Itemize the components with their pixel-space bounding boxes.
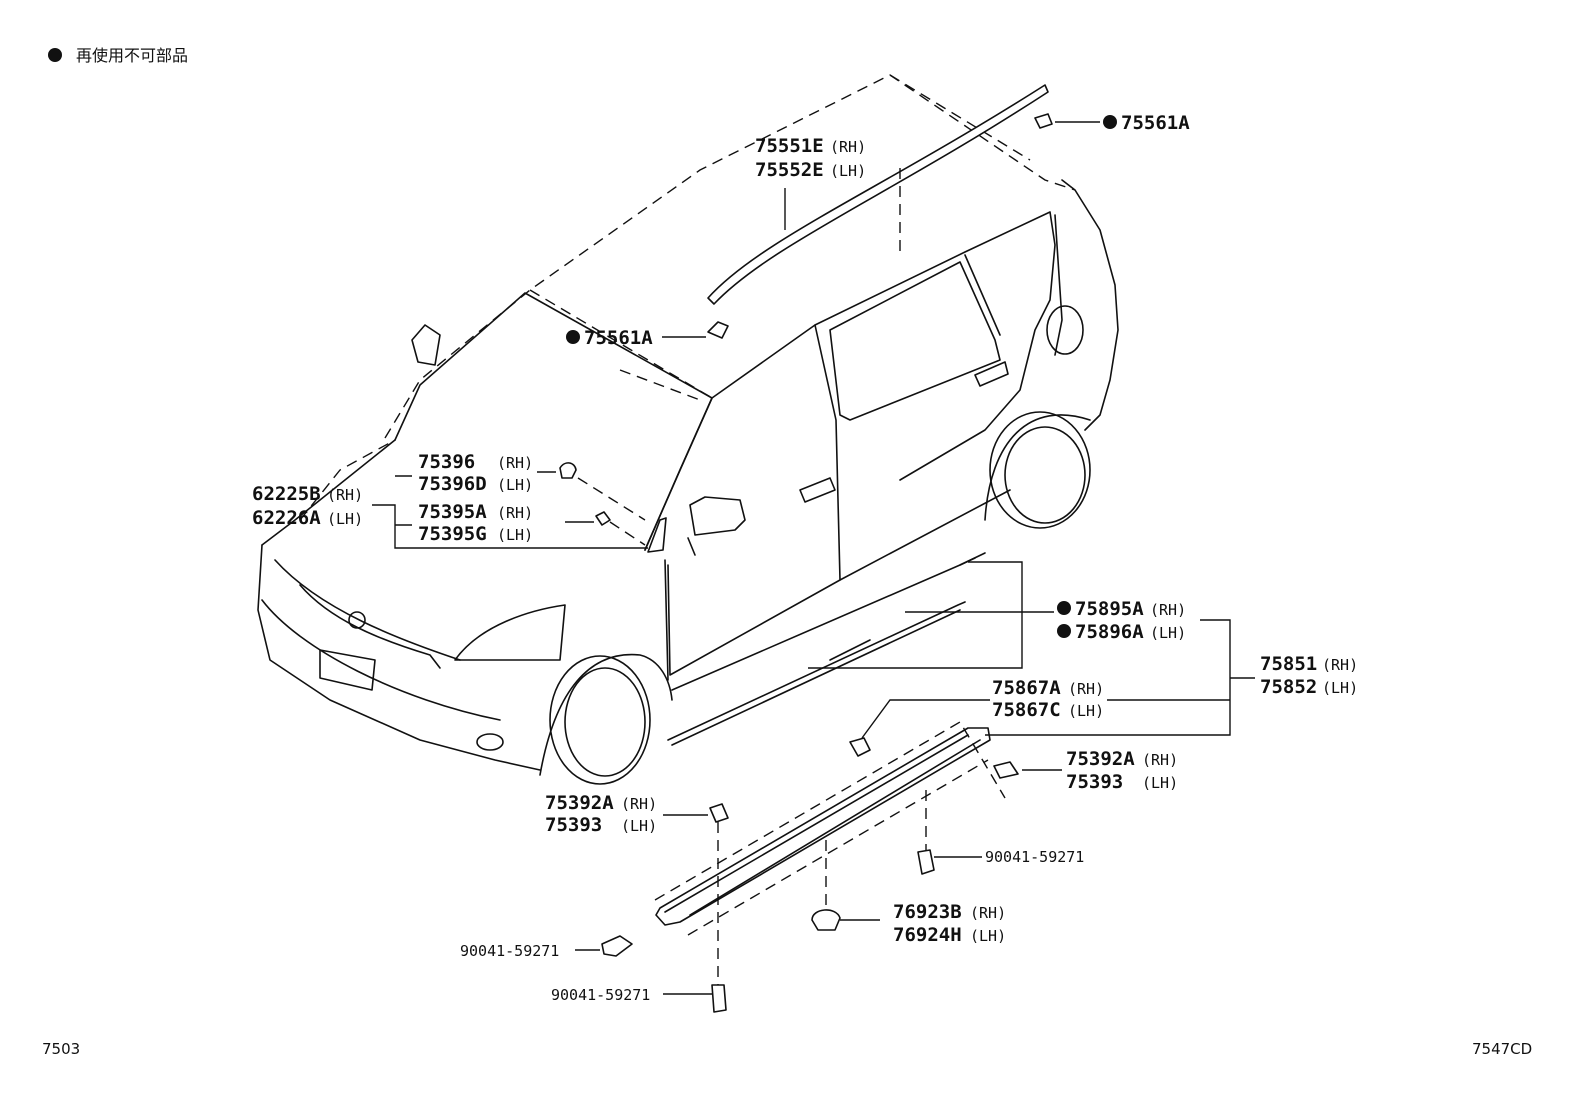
bolt-90041-bottom xyxy=(711,984,727,1013)
label-75867C-side: (LH) xyxy=(1068,702,1104,720)
label-75396D: 75396D xyxy=(418,473,487,495)
label-75392A-right-side: (RH) xyxy=(1142,751,1178,769)
label-75396D-side: (LH) xyxy=(497,476,533,494)
label-90041-right: 90041-59271 xyxy=(985,848,1084,866)
label-75392A-left-side: (RH) xyxy=(621,795,657,813)
label-75551E-side: (RH) xyxy=(830,138,866,156)
label-62225B-side: (RH) xyxy=(327,486,363,504)
clip-75392A-right xyxy=(993,761,1019,779)
label-75395A-side: (RH) xyxy=(497,504,533,522)
label-75852: 75852 xyxy=(1260,676,1317,698)
bolt-90041-left xyxy=(601,935,633,957)
clip-75392A-left xyxy=(709,803,729,823)
footer-left-code: 7503 xyxy=(42,1040,80,1058)
label-90041-left: 90041-59271 xyxy=(460,942,559,960)
rocker-panel-moulding xyxy=(654,721,1006,936)
label-76924H-side: (LH) xyxy=(970,927,1006,945)
label-75896A-side: (LH) xyxy=(1150,624,1186,642)
label-75552E-side: (LH) xyxy=(830,162,866,180)
label-75392A-right: 75392A xyxy=(1066,748,1135,770)
label-75392A-left: 75392A xyxy=(545,792,614,814)
label-62226A-side: (LH) xyxy=(327,510,363,528)
clip-75396 xyxy=(559,462,577,479)
label-75393-left: 75393 xyxy=(545,814,602,836)
non-reusable-marker xyxy=(566,330,580,344)
label-62226A: 62226A xyxy=(252,507,321,529)
clip-75867A xyxy=(849,737,871,757)
vehicle-outline xyxy=(257,74,1119,785)
label-75851: 75851 xyxy=(1260,653,1317,675)
label-75551E: 75551E xyxy=(755,135,824,157)
label-76923B: 76923B xyxy=(893,901,962,923)
non-reusable-marker xyxy=(1103,115,1117,129)
label-75895A: 75895A xyxy=(1075,598,1144,620)
label-75852-side: (LH) xyxy=(1322,679,1358,697)
label-75396-side: (RH) xyxy=(497,454,533,472)
label-75561A-mid: 75561A xyxy=(584,327,653,349)
label-75393-right-side: (LH) xyxy=(1142,774,1178,792)
label-75895A-side: (RH) xyxy=(1150,601,1186,619)
non-reusable-marker xyxy=(1057,601,1071,615)
label-75396: 75396 xyxy=(418,451,475,473)
label-62225B: 62225B xyxy=(252,483,321,505)
non-reusable-marker xyxy=(1057,624,1071,638)
label-90041-bottom: 90041-59271 xyxy=(551,986,650,1004)
label-75393-left-side: (LH) xyxy=(621,817,657,835)
label-75395A: 75395A xyxy=(418,501,487,523)
label-75561A-top: 75561A xyxy=(1121,112,1190,134)
label-75851-side: (RH) xyxy=(1322,656,1358,674)
label-75896A: 75896A xyxy=(1075,621,1144,643)
label-75867A: 75867A xyxy=(992,677,1061,699)
clip-75561A-mid xyxy=(707,321,729,339)
label-75867A-side: (RH) xyxy=(1068,680,1104,698)
label-75552E: 75552E xyxy=(755,159,824,181)
bolt-90041-right xyxy=(917,849,935,875)
label-75395G-side: (LH) xyxy=(497,526,533,544)
footer-right-code: 7547CD xyxy=(1472,1040,1532,1058)
label-75395G: 75395G xyxy=(418,523,487,545)
clip-75561A-top xyxy=(1034,113,1053,129)
clip-75395 xyxy=(595,511,611,526)
non-reusable-marker xyxy=(48,48,62,62)
label-75867C: 75867C xyxy=(992,699,1061,721)
leader-lines xyxy=(372,121,1255,995)
label-75393-right: 75393 xyxy=(1066,771,1123,793)
roof-drip-moulding xyxy=(707,84,1049,305)
nut-76923B xyxy=(811,909,841,931)
label-76923B-side: (RH) xyxy=(970,904,1006,922)
legend-text: 再使用不可部品 xyxy=(76,46,188,65)
label-76924H: 76924H xyxy=(893,924,962,946)
